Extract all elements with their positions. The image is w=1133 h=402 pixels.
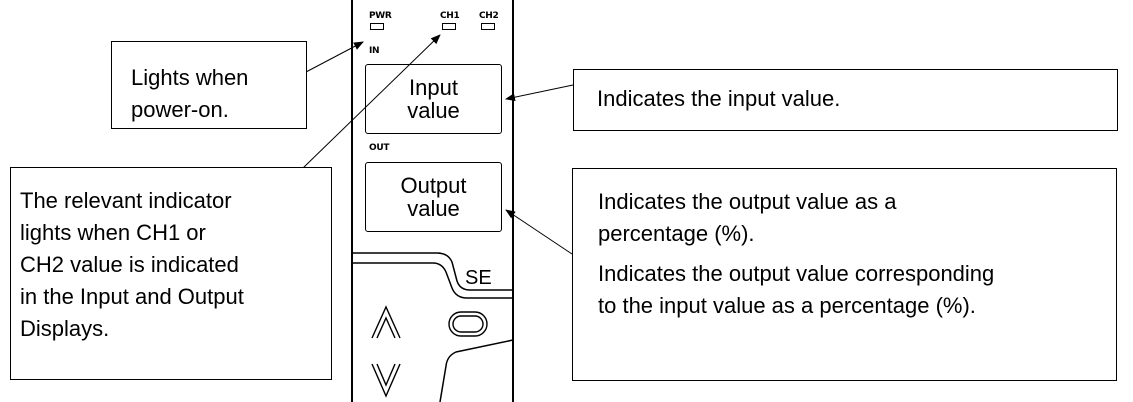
ch2-label: CH2 [479,11,499,21]
input-leader-line [505,84,574,102]
input-display: Input value [365,64,502,134]
output-callout: Indicates the output value as a percenta… [572,168,1117,381]
indicator-callout: The relevant indicator lights when CH1 o… [10,167,332,380]
power-leader-line [305,41,364,73]
up-arrow-icon [371,305,401,339]
in-label: IN [369,46,380,56]
power-callout: Lights when power-on. [111,41,307,129]
input-callout: Indicates the input value. [573,69,1118,131]
panel-cover-inner [352,262,513,299]
indicator-callout-text: The relevant indicator lights when CH1 o… [20,188,244,341]
input-callout-text: Indicates the input value. [597,86,841,111]
output-callout-text-1: Indicates the output value as a percenta… [598,189,897,246]
output-display: Output value [365,162,502,232]
pwr-label: PWR [369,11,392,21]
key-separator [439,339,514,402]
output-callout-text-2: Indicates the output value corresponding… [598,261,995,318]
ch2-led [481,23,495,30]
indicator-leader-line [302,34,441,169]
out-label: OUT [369,143,390,153]
pwr-led [370,23,384,30]
down-arrow-icon [371,363,401,398]
power-callout-text: Lights when power-on. [131,65,249,122]
ch1-led [442,23,456,30]
se-label: SE [465,267,492,289]
output-leader-line [505,209,573,255]
loop-icon [448,311,488,337]
ch1-label: CH1 [440,11,460,21]
panel-cover-top [352,252,513,291]
